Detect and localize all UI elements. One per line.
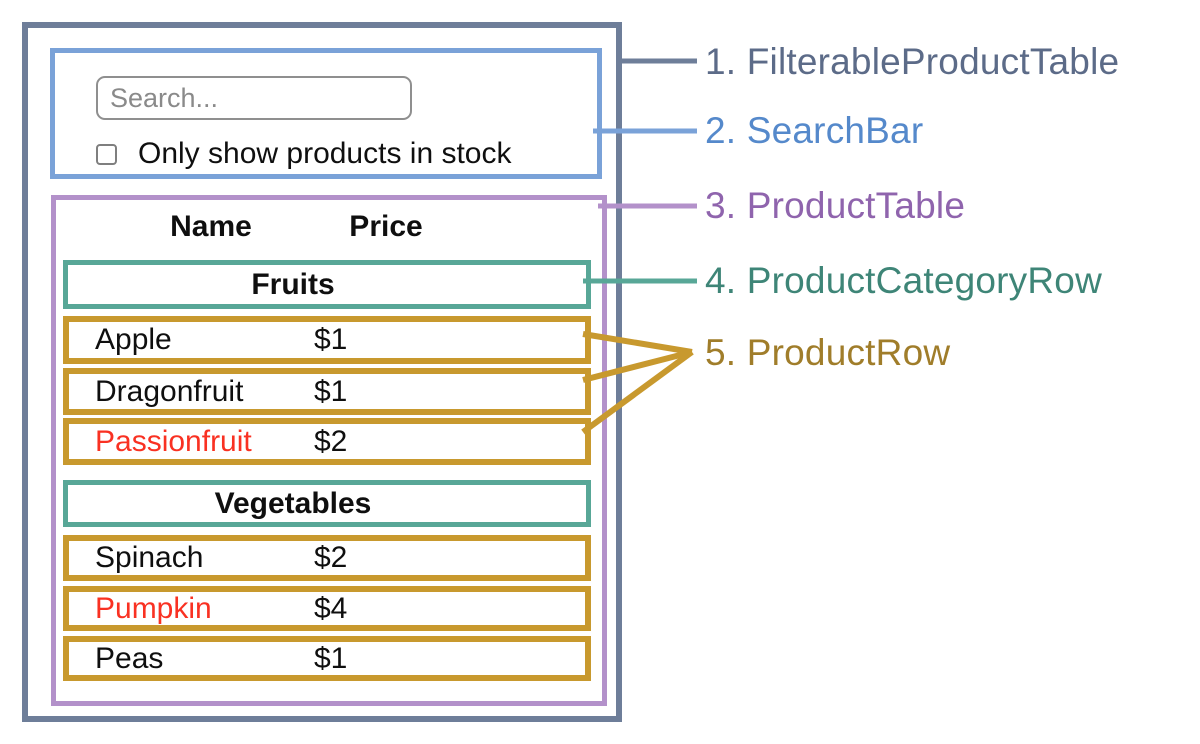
product-row-dragonfruit: Dragonfruit $1 — [63, 368, 591, 415]
product-row-pumpkin: Pumpkin $4 — [63, 586, 591, 631]
column-header-name: Name — [170, 210, 252, 243]
product-name: Peas — [95, 641, 164, 675]
product-row-apple: Apple $1 — [63, 316, 591, 364]
category-row-vegetables: Vegetables — [63, 480, 591, 527]
search-input[interactable] — [96, 76, 412, 120]
in-stock-filter-row: Only show products in stock — [96, 136, 512, 172]
product-price: $1 — [314, 374, 348, 408]
category-label: Fruits — [251, 267, 335, 301]
annotation-filterable-product-table: 1. FilterableProductTable — [705, 41, 1120, 82]
product-price: $2 — [314, 424, 348, 458]
product-price: $1 — [314, 641, 348, 675]
in-stock-checkbox-label: Only show products in stock — [138, 137, 512, 170]
annotation-product-row: 5. ProductRow — [705, 332, 951, 373]
product-price: $1 — [314, 323, 348, 356]
in-stock-checkbox[interactable] — [96, 143, 117, 165]
product-row-peas: Peas $1 — [63, 636, 591, 681]
product-name: Passionfruit — [95, 424, 252, 458]
product-row-passionfruit: Passionfruit $2 — [63, 418, 591, 465]
product-name: Pumpkin — [95, 591, 212, 625]
category-label: Vegetables — [214, 486, 372, 520]
filterable-product-table-outline: Only show products in stock Name Price F… — [22, 22, 622, 722]
product-price: $2 — [314, 541, 348, 574]
product-name: Dragonfruit — [95, 374, 244, 408]
product-table-outline: Name Price Fruits Apple $1 Dragonfruit $… — [51, 195, 607, 706]
annotation-product-table: 3. ProductTable — [705, 185, 966, 226]
search-bar-outline: Only show products in stock — [50, 48, 602, 179]
category-row-fruits: Fruits — [63, 260, 591, 309]
product-price: $4 — [314, 591, 348, 625]
annotation-search-bar: 2. SearchBar — [705, 110, 924, 151]
annotation-product-category-row: 4. ProductCategoryRow — [705, 260, 1102, 301]
product-row-spinach: Spinach $2 — [63, 535, 591, 581]
column-header-price: Price — [349, 210, 423, 243]
product-name: Apple — [95, 323, 172, 356]
product-name: Spinach — [95, 541, 204, 574]
